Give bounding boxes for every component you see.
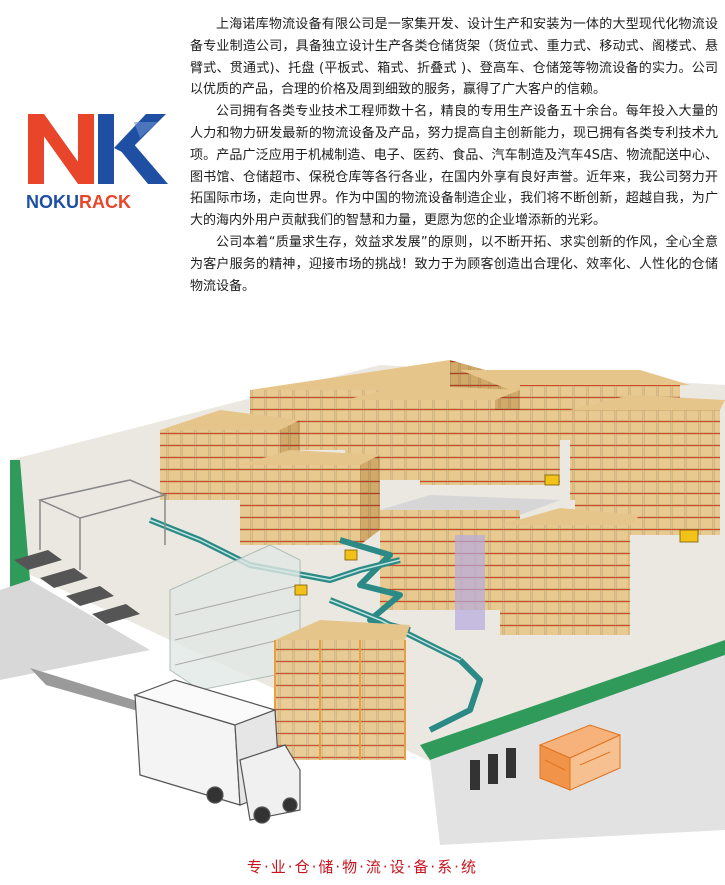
warehouse-illustration: [0, 350, 725, 845]
front-pallet-rack: [274, 620, 410, 760]
intro-paragraph-3: 公司本着“质量求生存，效益求发展”的原则，以不断开拓、求实创新的作风，全心全意为…: [190, 234, 718, 294]
intro-paragraph-2: 公司拥有各类专业技术工程师数十名，精良的专用生产设备五十余台。每年投入大量的人力…: [190, 104, 718, 229]
mezzanine-rack: [37, 479, 168, 570]
forklift-icon: [294, 474, 699, 596]
truck: [133, 679, 301, 824]
company-logo: NOKURACK: [22, 108, 172, 218]
office-module: [538, 724, 622, 791]
company-intro: 上海诺库物流设备有限公司是一家集开发、设计生产和安装为一体的大型现代化物流设备专…: [190, 14, 718, 297]
brand-name-part1: NOKU: [26, 192, 79, 212]
automated-storage: [380, 495, 640, 635]
svg-text:NOKURACK: NOKURACK: [26, 192, 131, 212]
intro-paragraph-1: 上海诺库物流设备有限公司是一家集开发、设计生产和安装为一体的大型现代化物流设备专…: [190, 17, 718, 98]
brand-name-part2: RACK: [79, 192, 131, 212]
slogan: 专·业·仓·储·物·流·设·备·系·统: [247, 858, 478, 876]
